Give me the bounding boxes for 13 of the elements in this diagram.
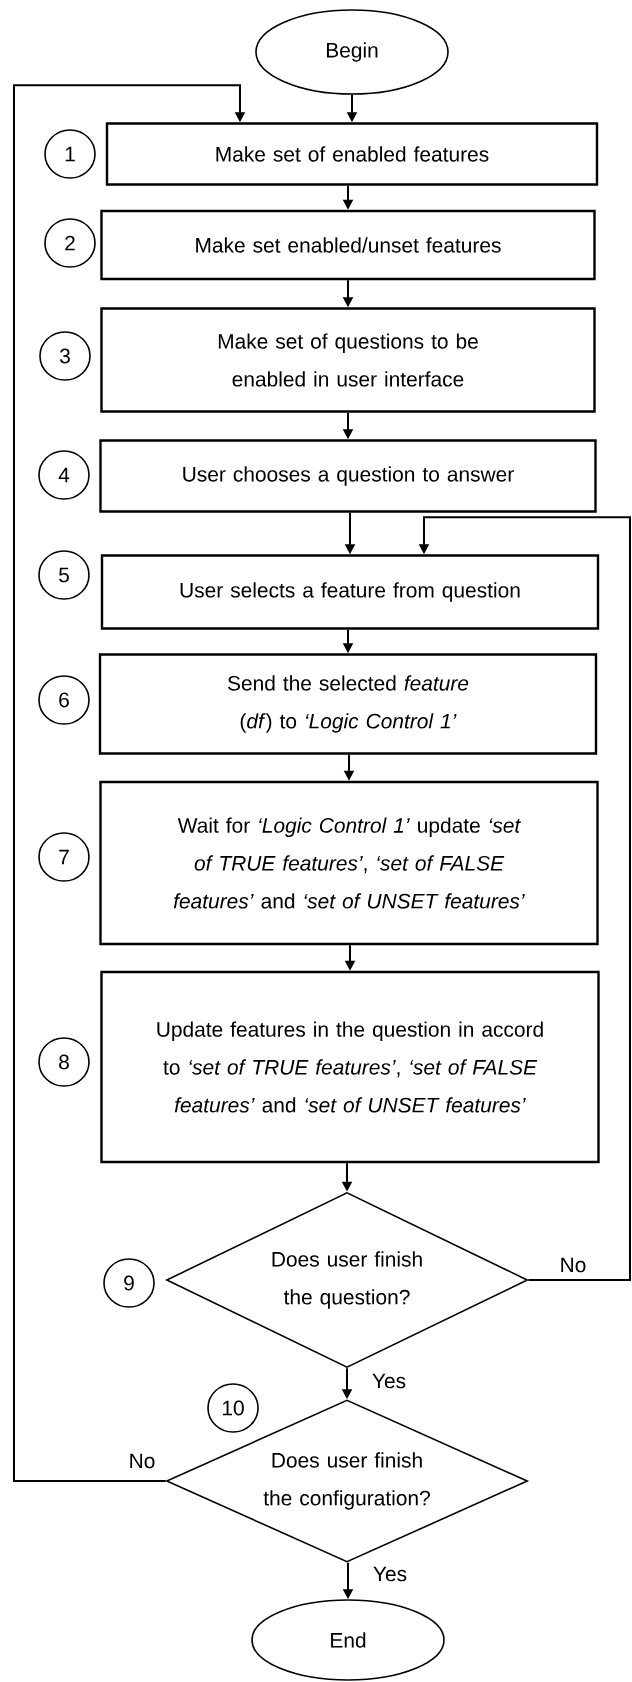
arrow (13, 84, 246, 1482)
process-box: Update features in the question in accord to ‘set of TRUE features’, ‘set of FALSE features’ and ‘set of UNSET features’ (100, 970, 600, 1164)
process-box: Make set enabled/unset features (100, 209, 596, 281)
process-box: User chooses a question to answer (99, 439, 597, 513)
edge-label: No (127, 1452, 157, 1470)
edge-label: No (558, 1256, 588, 1274)
edge-label: Yes (370, 1372, 408, 1390)
process-box: Send the selected feature (df) to ‘Logic Control 1’ (98, 653, 598, 755)
process-box: Wait for ‘Logic Control 1’ update ‘set of TRUE features’, ‘set of FALSE features’ and ‘set of UNSET features’ (99, 780, 599, 946)
process-box: User selects a feature from question (100, 554, 600, 630)
process-box: Make set of enabled features (105, 122, 599, 186)
process-box: Make set of questions to be enabled in user interface (100, 307, 596, 413)
edge-label: Yes (371, 1565, 409, 1583)
